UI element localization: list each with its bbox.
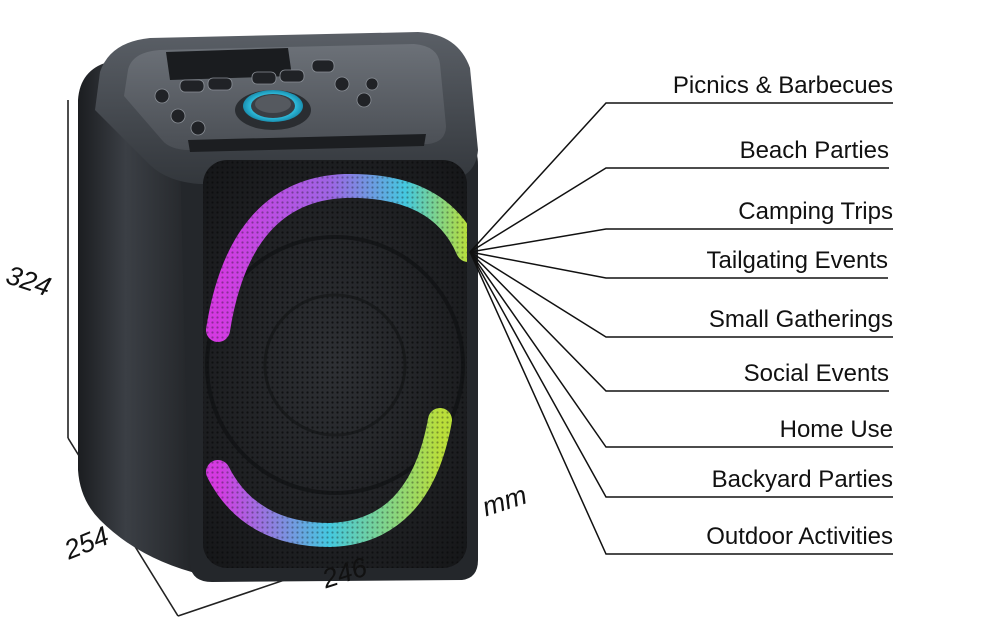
volume-knob <box>235 90 311 130</box>
use-case-label: Picnics & Barbecues <box>672 72 893 99</box>
callout-line <box>469 102 893 253</box>
speaker-body <box>78 32 478 582</box>
callout-line <box>469 251 888 279</box>
callout-line <box>469 251 893 555</box>
callout-line <box>469 251 893 448</box>
callout-line <box>469 251 893 498</box>
callout-line <box>469 228 893 253</box>
callout-line <box>469 251 889 392</box>
callout-lines <box>469 102 893 555</box>
use-case-label: Outdoor Activities <box>706 523 893 550</box>
callout-line <box>469 251 893 338</box>
control-buttons <box>154 59 379 136</box>
use-case-label: Social Events <box>743 360 889 387</box>
use-case-label: Small Gatherings <box>708 306 893 333</box>
use-case-label: Camping Trips <box>738 198 893 225</box>
use-case-label: Backyard Parties <box>711 466 893 493</box>
use-case-label: Tailgating Events <box>706 247 888 274</box>
use-case-label: Home Use <box>779 416 893 443</box>
callout-line <box>469 167 889 253</box>
use-case-label: Beach Parties <box>739 137 889 164</box>
